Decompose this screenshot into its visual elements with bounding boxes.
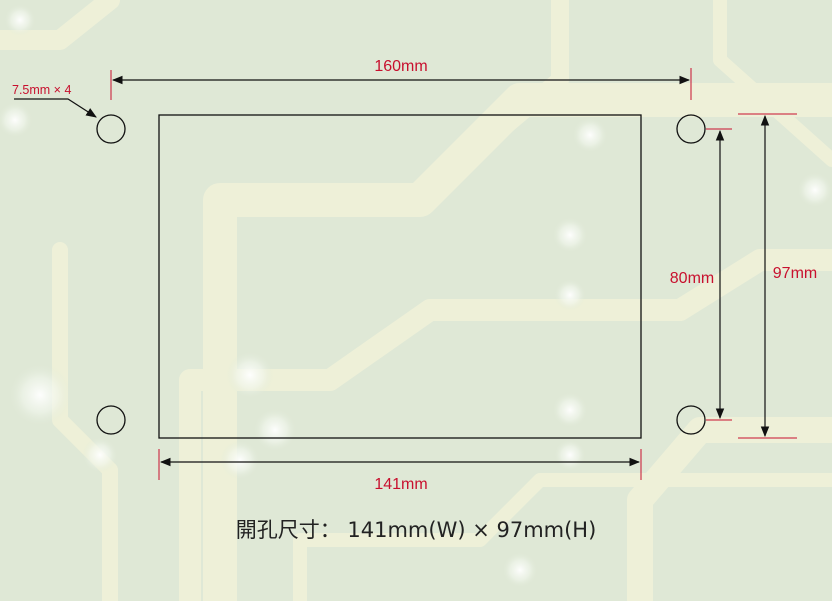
mounting-hole-bottom-left — [96, 405, 126, 435]
overall-width-label: 160mm — [374, 58, 427, 75]
cutout-rectangle — [158, 114, 642, 439]
mounting-hole-bottom-right — [676, 405, 706, 435]
dimension-lines — [14, 75, 770, 467]
cutout-size-caption: 開孔尺寸： 141mm(W) × 97mm(H) — [235, 518, 597, 542]
mounting-hole-top-right — [676, 114, 706, 144]
hole-size-label: 7.5mm × 4 — [12, 83, 71, 97]
cutout-width-label: 141mm — [374, 476, 427, 493]
mounting-holes — [96, 114, 706, 435]
extension-lines — [110, 68, 797, 480]
hole-leader-line — [14, 98, 97, 118]
hole-spacing-label: 80mm — [670, 270, 714, 287]
overall-height-label: 97mm — [773, 265, 817, 282]
mounting-hole-top-left — [96, 114, 126, 144]
